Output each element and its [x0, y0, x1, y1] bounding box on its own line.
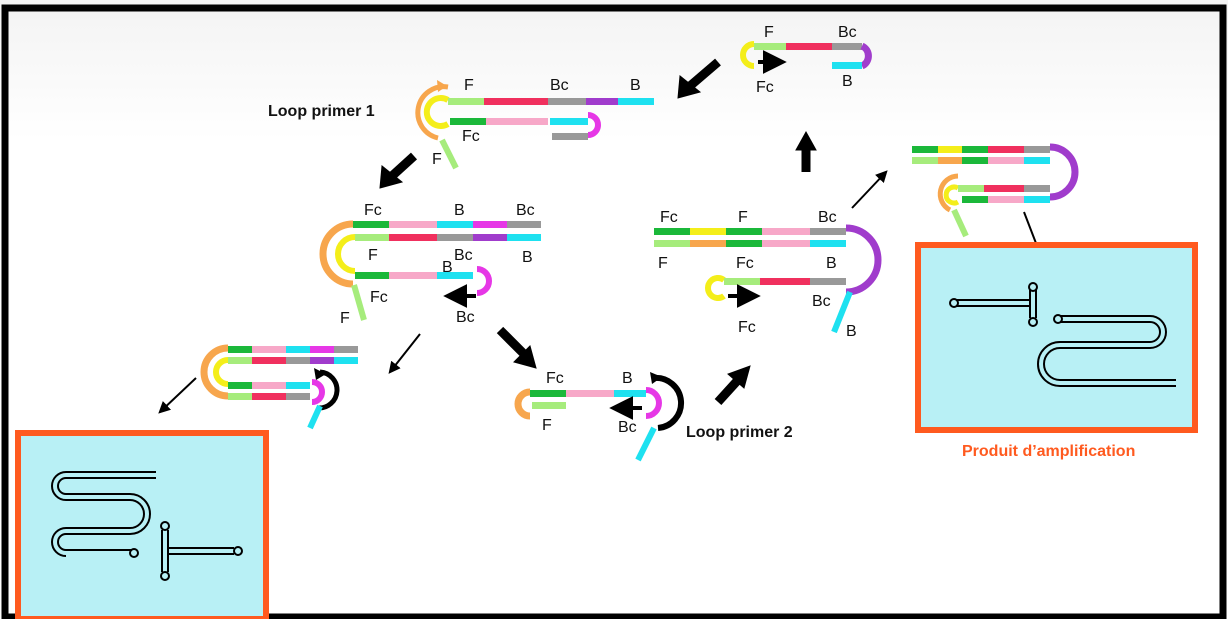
label-B: B	[826, 255, 837, 272]
product-label: Produit d’amplification	[962, 443, 1135, 460]
arrow-middle-to-loop2	[496, 326, 537, 369]
label-Bc: Bc	[818, 209, 837, 226]
label-Bc: Bc	[838, 24, 857, 41]
product-box-right: Produit d’amplification	[915, 242, 1198, 460]
arrow-top-to-loop1	[677, 58, 721, 99]
label-F: F	[542, 417, 552, 434]
label-B: B	[630, 77, 641, 94]
label-Fc: Fc	[736, 255, 754, 272]
product-box-left	[15, 430, 269, 619]
frame-border	[1, 4, 1227, 619]
label-Bc: Bc	[456, 309, 475, 326]
arrow-loop1-to-middle	[379, 152, 418, 189]
label-F: F	[432, 151, 442, 168]
label-F: F	[368, 247, 378, 264]
arrow-up-center	[795, 130, 817, 172]
loop-primer-1-label: Loop primer 1	[268, 103, 375, 120]
arrow-loop2-to-center	[714, 365, 751, 406]
label-Fc: Fc	[546, 370, 564, 387]
label-B: B	[442, 259, 453, 276]
label-Fc: Fc	[370, 289, 388, 306]
label-Bc: Bc	[550, 77, 569, 94]
center-right-structure: Fc F Bc F Fc B Fc Bc B	[654, 209, 882, 340]
arrow-to-product-left	[158, 377, 197, 414]
bottom-left-structure	[200, 344, 358, 430]
label-F: F	[658, 255, 668, 272]
label-B: B	[842, 73, 853, 90]
loop-primer-2-label: Loop primer 2	[686, 424, 793, 441]
label-B: B	[622, 370, 633, 387]
top-right-structure: F Bc Fc B	[740, 24, 872, 96]
far-right-structure	[912, 143, 1079, 238]
arrow-center-to-far-right	[851, 170, 888, 209]
label-B: B	[846, 323, 857, 340]
label-F: F	[464, 77, 474, 94]
label-Fc: Fc	[660, 209, 678, 226]
label-Bc: Bc	[516, 202, 535, 219]
label-F: F	[340, 310, 350, 327]
loop-primer-1-structure: F Bc B Fc F Loop primer 1	[268, 77, 654, 170]
label-Bc: Bc	[454, 247, 473, 264]
label-Fc: Fc	[462, 128, 480, 145]
loop-primer-2-structure: Fc B F Bc Loop primer 2	[514, 370, 793, 462]
label-Fc: Fc	[756, 79, 774, 96]
arrow-middle-to-bottom-left	[388, 333, 421, 374]
middle-left-structure: Fc B Bc F Bc B B Fc Bc F	[319, 202, 541, 327]
label-B: B	[522, 249, 533, 266]
label-F: F	[764, 24, 774, 41]
label-Fc: Fc	[364, 202, 382, 219]
label-B: B	[454, 202, 465, 219]
label-Bc: Bc	[812, 293, 831, 310]
label-Fc: Fc	[738, 319, 756, 336]
label-F: F	[738, 209, 748, 226]
label-Bc: Bc	[618, 419, 637, 436]
